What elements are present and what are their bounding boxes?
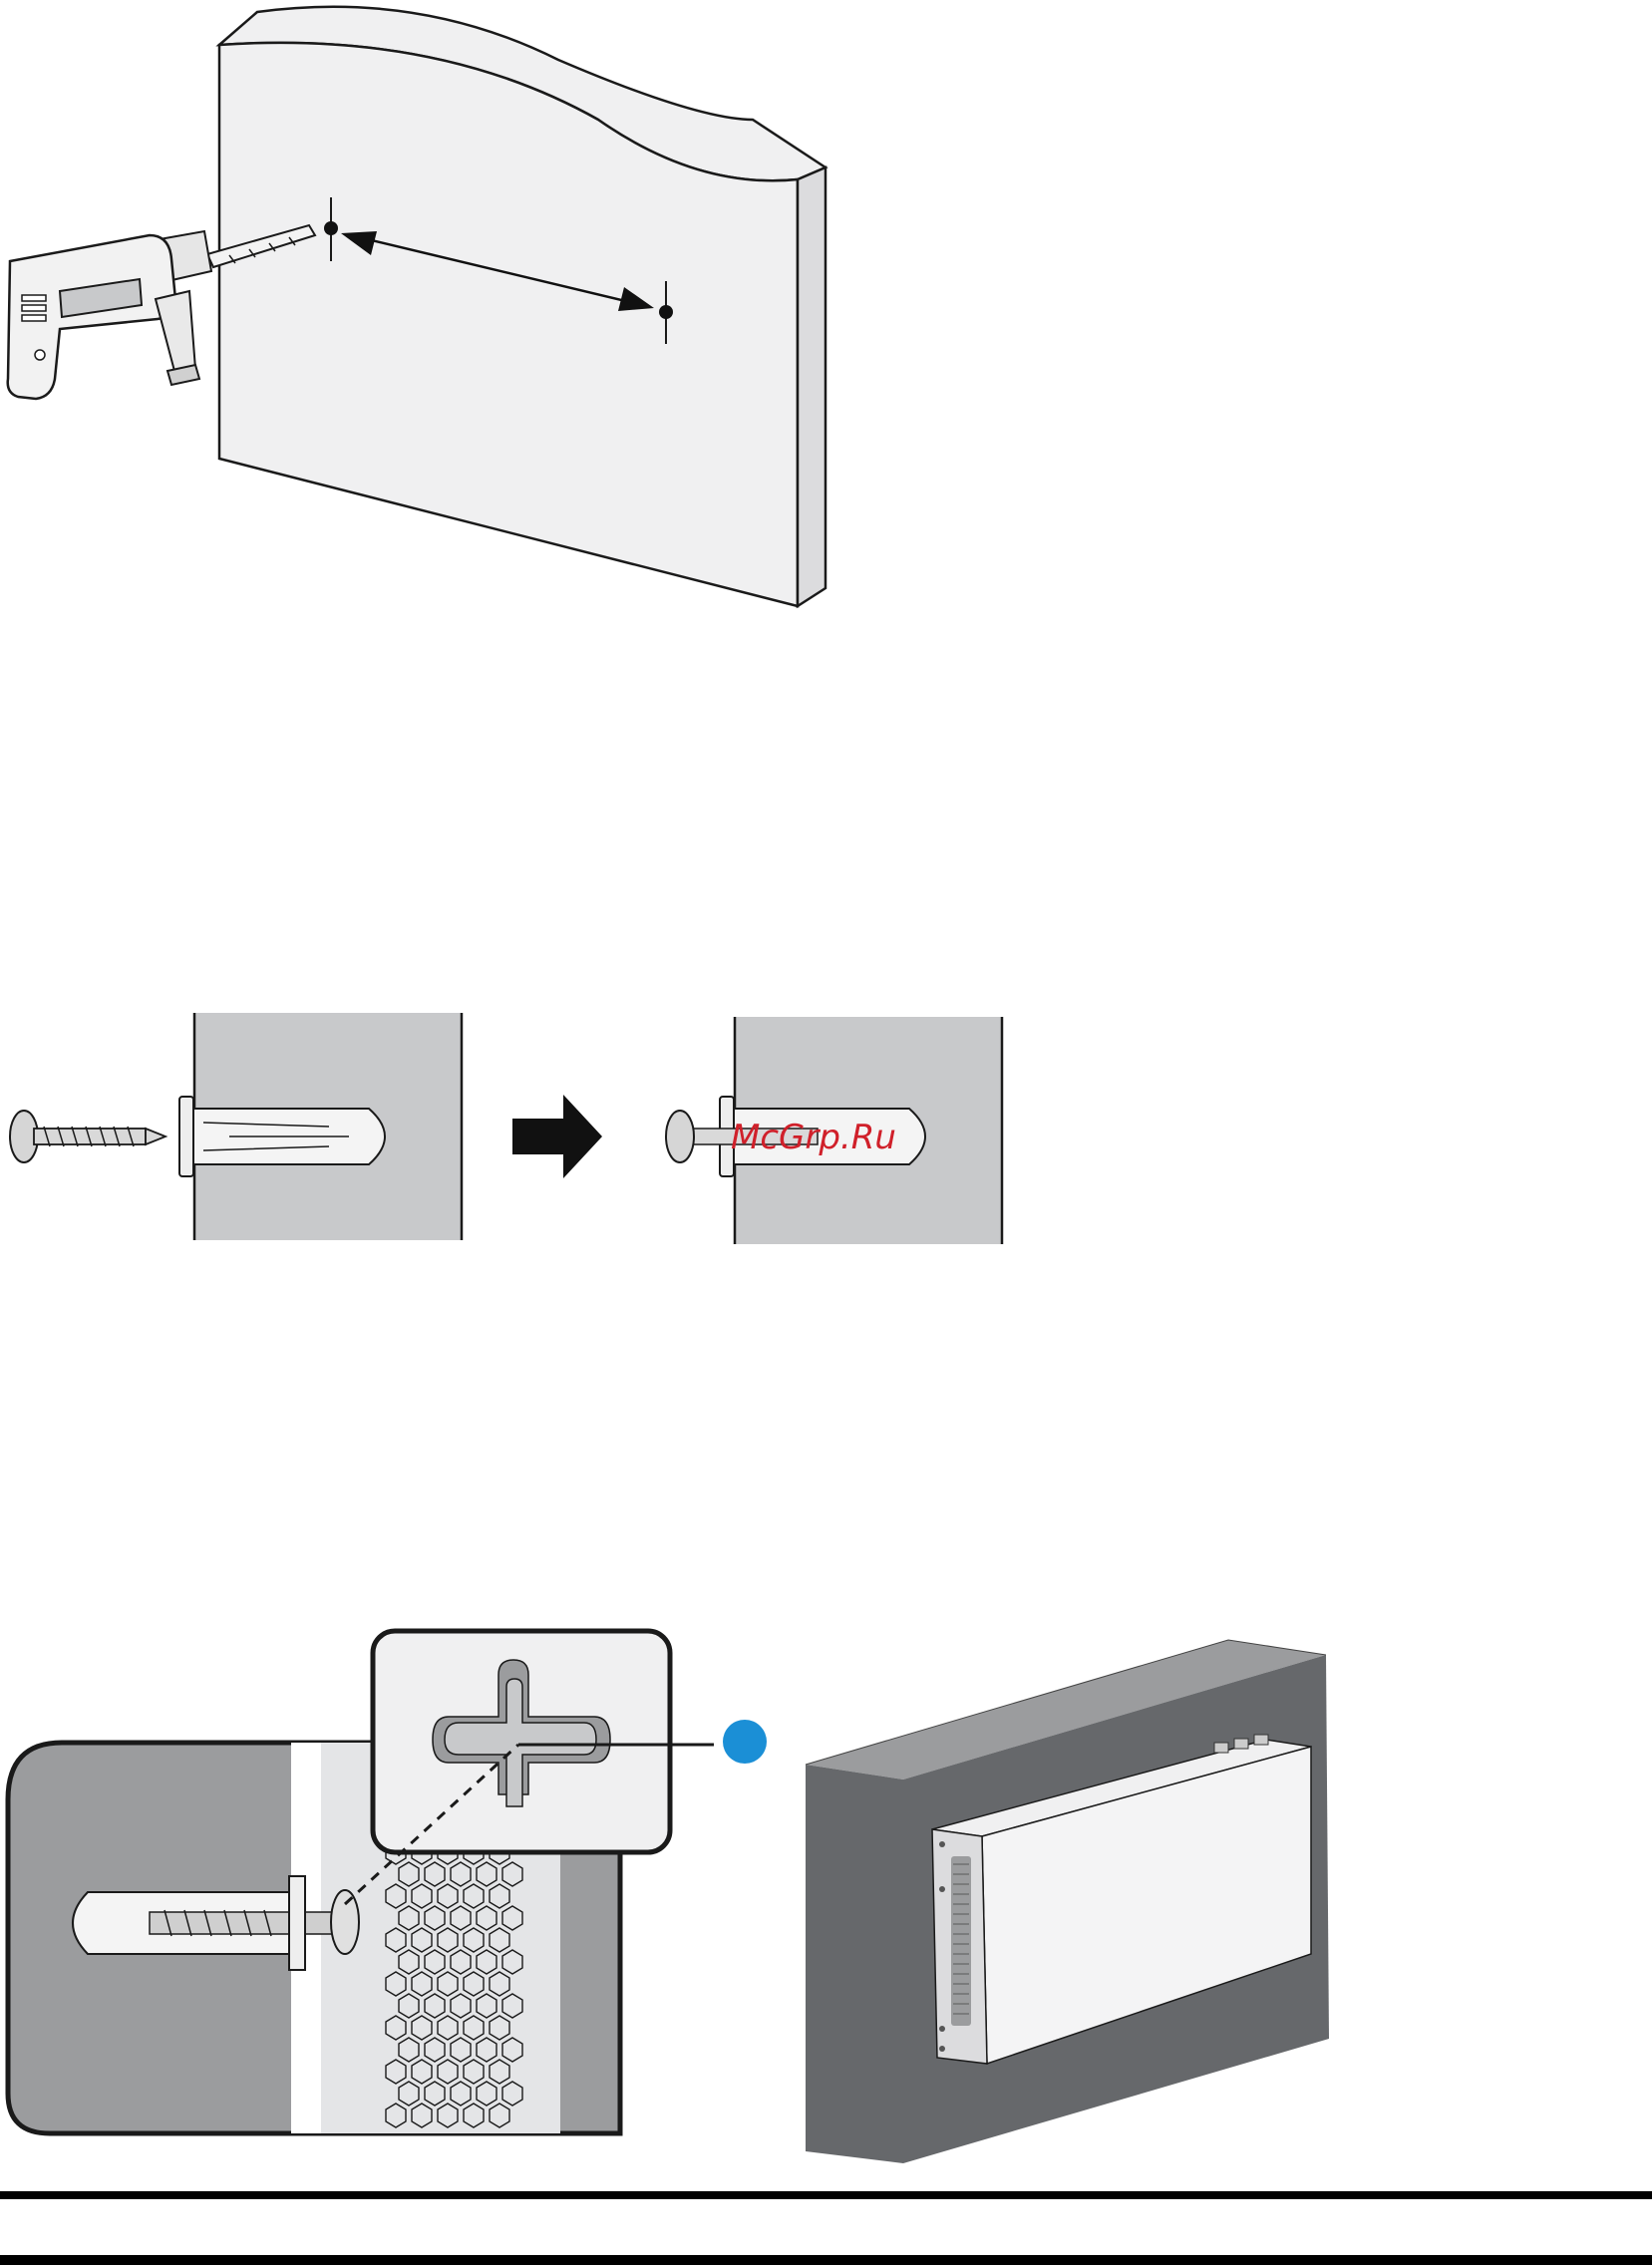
keyhole-zoom-inset [373, 1631, 714, 1852]
wall-slab-side [798, 167, 826, 606]
screw-icon [10, 1111, 165, 1162]
next-step-arrow [512, 1095, 602, 1178]
step-1-drill-holes [8, 7, 826, 606]
watermark: McGrp.Ru [731, 1118, 896, 1157]
footer-rule-bottom [0, 2255, 1652, 2265]
step-2-insert-anchors: McGrp.Ru [10, 1013, 1002, 1244]
callout-marker [723, 1720, 767, 1764]
step-3-hang-device [8, 1631, 1329, 2163]
footer-rule-top [0, 2191, 1652, 2199]
wall-anchor-before [179, 1097, 385, 1176]
